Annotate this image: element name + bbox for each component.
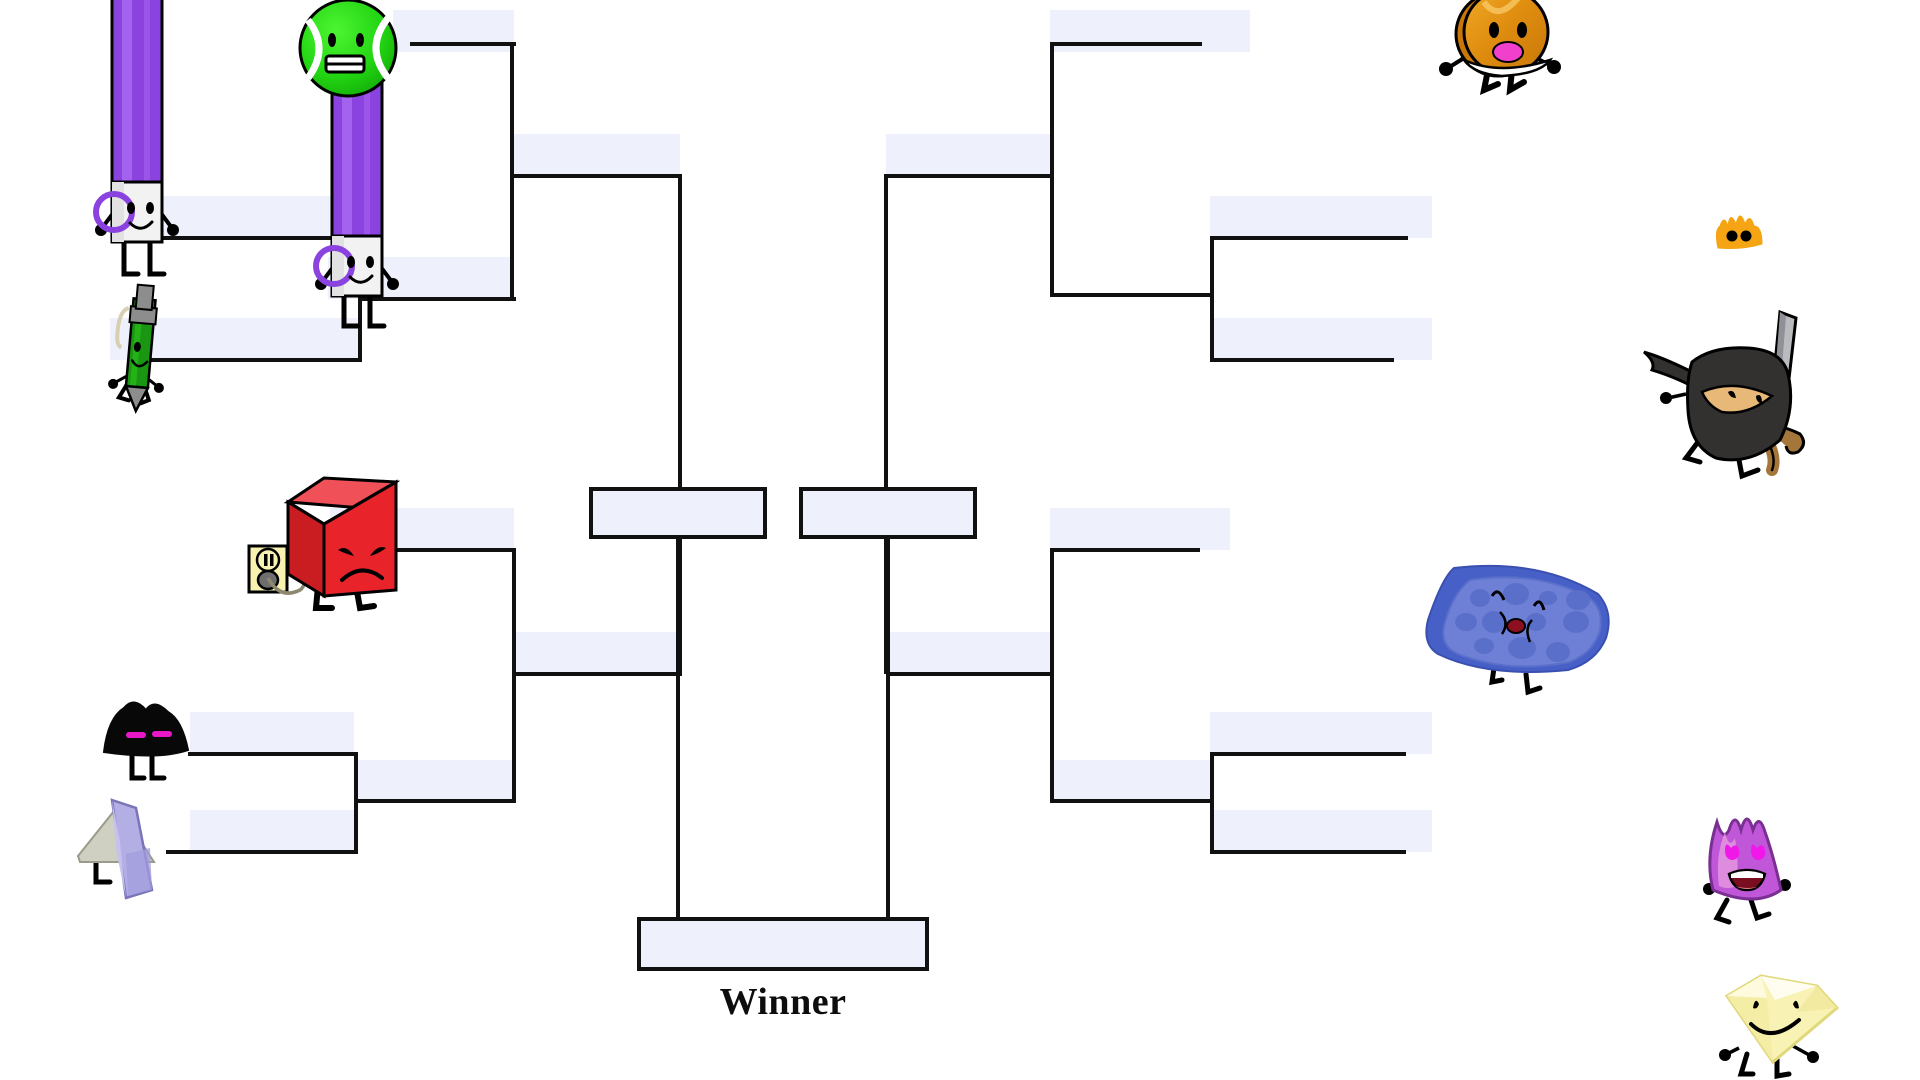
bracket-slot-final-winner[interactable]: [637, 917, 929, 971]
bracket-line: [362, 297, 516, 301]
bracket-line: [358, 236, 362, 362]
bracket-line: [1050, 799, 1214, 803]
bracket-slot-l-r1-s5[interactable]: [190, 810, 354, 852]
bracket-slot-l-r2-s2[interactable]: [514, 134, 680, 176]
bracket-line: [1050, 42, 1054, 297]
bracket-line: [514, 174, 682, 178]
character-blue-sponge[interactable]: [1418, 550, 1628, 710]
bracket-line: [1210, 358, 1394, 362]
bracket-line: [676, 539, 680, 921]
bracket-line: [1050, 548, 1200, 552]
character-green-pen[interactable]: [105, 282, 195, 422]
bracket-slot-semi-left[interactable]: [589, 487, 767, 539]
bracket-line: [188, 752, 358, 756]
character-tennis-ball[interactable]: [296, 0, 400, 102]
bracket-slot-r-r2-s3[interactable]: [1050, 760, 1214, 802]
bracket-line: [1210, 236, 1214, 362]
character-purple-fire[interactable]: [1695, 808, 1805, 928]
bracket-line: [150, 358, 362, 362]
bracket-line: [354, 752, 358, 854]
character-red-block[interactable]: [276, 468, 402, 620]
character-black-ninja[interactable]: [1630, 300, 1870, 500]
bracket-line: [1050, 293, 1214, 297]
bracket-line: [1210, 752, 1406, 756]
bracket-line: [678, 174, 682, 674]
bracket-line: [886, 539, 890, 921]
bracket-slot-r-r1-s3[interactable]: [1210, 318, 1432, 360]
winner-label: Winner: [719, 981, 847, 1023]
bracket-line: [514, 672, 682, 676]
bracket-slot-r-r2-s2[interactable]: [886, 632, 1050, 674]
bracket-line: [1210, 752, 1214, 854]
bracket-line: [410, 42, 516, 46]
bracket-slot-r-r1-s2[interactable]: [1210, 196, 1432, 238]
bracket-line: [166, 850, 358, 854]
character-orange-hand[interactable]: [1712, 204, 1768, 250]
bracket-line: [886, 174, 1054, 178]
bracket-slot-r-r1-s4[interactable]: [1050, 508, 1230, 550]
character-purple-marker-a[interactable]: [93, 0, 208, 320]
bracket-line: [1210, 236, 1408, 240]
bracket-line: [884, 174, 888, 674]
character-yellow-diamond[interactable]: [1685, 970, 1855, 1080]
bracket-slot-l-r1-s4[interactable]: [190, 712, 354, 754]
bracket-slot-r-r1-s6[interactable]: [1210, 810, 1432, 852]
bracket-slot-l-r2-s4[interactable]: [514, 632, 680, 674]
character-lavender-paper[interactable]: [70, 790, 200, 900]
bracket-line: [380, 548, 516, 552]
bracket-line: [158, 236, 362, 240]
bracket-line: [1050, 42, 1202, 46]
character-orange-coin[interactable]: [1439, 0, 1570, 106]
bracket-slot-l-r2-s3[interactable]: [354, 760, 514, 802]
character-purple-marker-b[interactable]: [313, 50, 428, 360]
bracket-slot-r-r1-s5[interactable]: [1210, 712, 1432, 754]
bracket-line: [510, 42, 514, 301]
bracket-slot-r-r2-s1[interactable]: [886, 134, 1050, 176]
bracket-line: [354, 799, 516, 803]
bracket-line: [886, 672, 1054, 676]
character-black-rock[interactable]: [98, 688, 208, 788]
bracket-slot-semi-right[interactable]: [799, 487, 977, 539]
bracket-line: [1210, 850, 1406, 854]
